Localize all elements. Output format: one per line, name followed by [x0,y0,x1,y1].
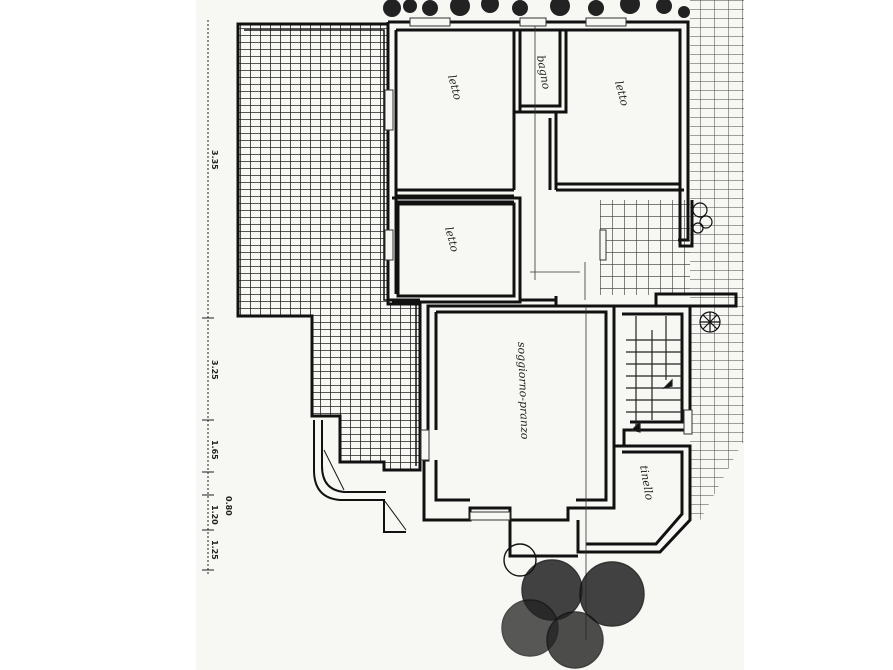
dimension-label: 1.25 [210,540,219,560]
terrace-left [236,22,422,472]
room-label-tinello: tinello [637,464,656,501]
hedge-top [383,0,690,18]
dimension-label: 0.80 [224,496,233,516]
dimension-label: 3.25 [210,360,219,380]
room-label-soggiorno: soggiorno-pranzo [515,342,531,440]
dimension-label: 3.35 [210,150,219,170]
dimension-label: 1.20 [210,505,219,525]
windows [384,17,693,521]
palm-small [699,311,721,333]
shrub-right [692,202,713,234]
room-label-letto-3: letto [442,225,461,253]
staircase [626,316,682,433]
dimension-line [202,20,214,576]
terrace-right [600,0,744,520]
room-label-bagno: bagno [534,54,553,90]
palm-trees [501,543,645,669]
room-label-letto-1: letto [445,73,464,101]
dimension-label: 1.65 [210,440,219,460]
room-label-letto-2: letto [612,79,631,107]
entrance-stair [313,420,407,533]
